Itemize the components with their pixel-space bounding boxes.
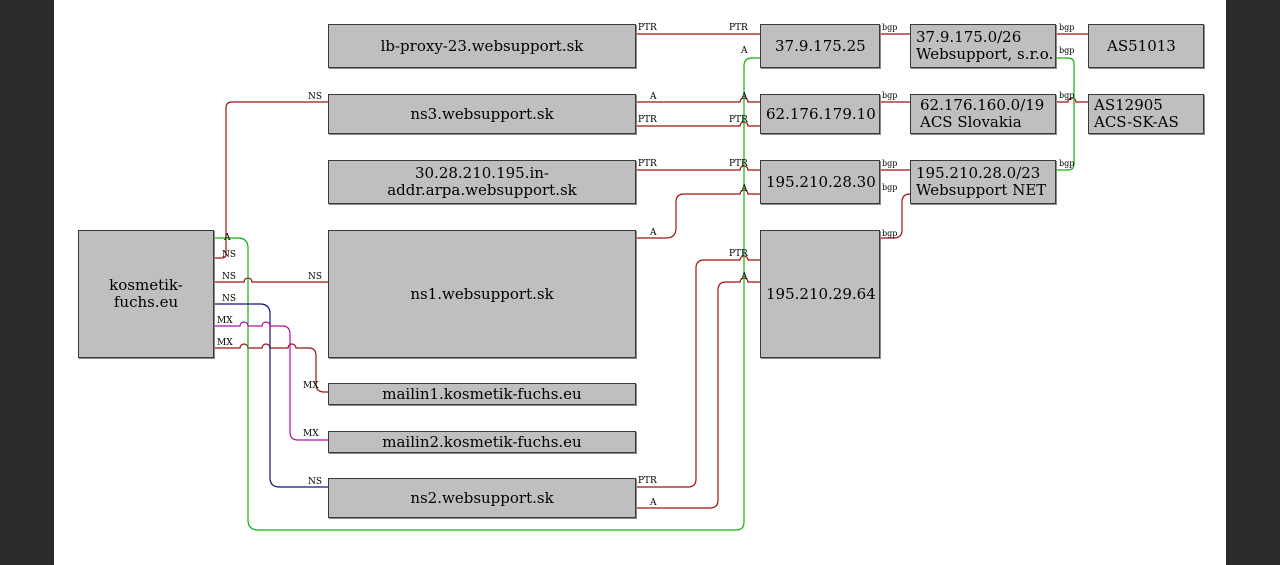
edge-domain-ip1 (214, 57, 760, 531)
label-prefix2-bgp: bgp (1059, 91, 1074, 100)
node-ip1[interactable]: 37.9.175.25 (760, 24, 880, 68)
edge-domain-mailin2 (214, 321, 328, 441)
label-ip2-ptr-head: PTR (729, 115, 748, 125)
label-prefix1-bgp-2: bgp (1059, 46, 1074, 55)
label-rdns-ptr-tail: PTR (638, 159, 657, 169)
label-ip4-a-head: A (740, 272, 748, 282)
label-ip1-a-head: A (740, 46, 748, 56)
node-ip4[interactable]: 195.210.29.64 (760, 230, 880, 358)
node-mailin2[interactable]: mailin2.kosmetik-fuchs.eu (328, 431, 636, 453)
label-ns1-head: NS (308, 272, 322, 282)
edge-ip4-prefix3 (880, 193, 911, 239)
node-ip3[interactable]: 195.210.28.30 (760, 160, 880, 204)
label-ns3-ptr-tail: PTR (638, 115, 657, 125)
node-prefix3-text: 195.210.28.0/23 Websupport NET (916, 165, 1046, 199)
node-ip3-label: 195.210.28.30 (766, 172, 876, 191)
label-ip3-a-head: A (740, 184, 748, 194)
label-domain-ns-1: NS (222, 250, 236, 260)
label-mailin1-head: MX (303, 381, 319, 391)
edges-layer: A NS NS NS MX MX NS NS MX MX NS PTR PTR … (214, 23, 1088, 531)
node-ns2-label: ns2.websupport.sk (410, 488, 554, 507)
node-prefix3[interactable]: 195.210.28.0/23 Websupport NET (910, 160, 1056, 204)
label-prefix1-bgp-1: bgp (1059, 23, 1074, 32)
node-ip2-label: 62.176.179.10 (766, 104, 876, 123)
label-prefix3-bgp-head: bgp (882, 183, 897, 192)
node-prefix1-text: 37.9.175.0/26 Websupport, s.r.o. (916, 29, 1053, 63)
node-prefix2[interactable]: 62.176.160.0/19 ACS Slovakia (910, 94, 1056, 134)
node-prefix2-net: 62.176.160.0/19 (920, 96, 1045, 114)
label-ip3-ptr-head: PTR (729, 159, 748, 169)
label-ip2-a-head: A (740, 92, 748, 102)
label-domain-ns-2: NS (222, 272, 236, 282)
node-lb-proxy-label: lb-proxy-23.websupport.sk (380, 36, 584, 55)
node-as2-name: ACS-SK-AS (1094, 113, 1179, 131)
label-ip2-bgp: bgp (882, 91, 897, 100)
label-domain-mx-1: MX (217, 316, 233, 326)
node-ip2[interactable]: 62.176.179.10 (760, 94, 880, 134)
label-ip3-bgp: bgp (882, 159, 897, 168)
node-domain-label: kosmetik-fuchs.eu (109, 276, 183, 311)
node-ns3-label: ns3.websupport.sk (410, 104, 554, 123)
edge-prefix2-as2 (1056, 97, 1088, 103)
label-ip1-bgp: bgp (882, 23, 897, 32)
node-prefix1[interactable]: 37.9.175.0/26 Websupport, s.r.o. (910, 24, 1056, 68)
node-mailin2-label: mailin2.kosmetik-fuchs.eu (382, 432, 582, 451)
label-lbproxy-ptr-tail: PTR (638, 23, 657, 33)
label-ns1-a-tail: A (649, 228, 657, 238)
node-prefix3-net: 195.210.28.0/23 (916, 164, 1041, 182)
label-domain-ns3-tail: A (223, 233, 231, 243)
label-ip1-ptr-head: PTR (729, 23, 748, 33)
edge-domain-ns3 (214, 101, 328, 259)
node-prefix2-text: 62.176.160.0/19 ACS Slovakia (920, 97, 1044, 131)
edge-domain-ns2 (214, 303, 328, 488)
node-as2[interactable]: AS12905 ACS-SK-AS (1088, 94, 1204, 134)
label-ns3-head: NS (308, 92, 322, 102)
node-as1[interactable]: AS51013 (1088, 24, 1204, 68)
node-prefix1-net: 37.9.175.0/26 (916, 28, 1022, 46)
node-rdns-label: 30.28.210.195.in-addr.arpa.websupport.sk (387, 164, 577, 199)
node-ip4-label: 195.210.29.64 (766, 284, 876, 303)
label-ns3-a-tail: A (649, 92, 657, 102)
node-ns3[interactable]: ns3.websupport.sk (328, 94, 636, 134)
node-prefix2-org: ACS Slovakia (920, 113, 1022, 131)
label-ns2-a-tail: A (649, 498, 657, 508)
node-as2-num: AS12905 (1094, 96, 1163, 114)
label-mailin2-head: MX (303, 429, 319, 439)
edge-prefix1-as2 (1056, 57, 1075, 171)
edge-ns2-ip4-a (636, 277, 760, 509)
node-rdns[interactable]: 30.28.210.195.in-addr.arpa.websupport.sk (328, 160, 636, 204)
node-ns2[interactable]: ns2.websupport.sk (328, 478, 636, 518)
label-ip4-bgp: bgp (882, 229, 897, 238)
node-as1-label: AS51013 (1107, 36, 1176, 55)
node-ns1[interactable]: ns1.websupport.sk (328, 230, 636, 358)
node-ns1-label: ns1.websupport.sk (410, 284, 554, 303)
label-prefix3-bgp-tail: bgp (1059, 159, 1074, 168)
edge-ns2-ip4-ptr (636, 255, 760, 488)
node-prefix1-org: Websupport, s.r.o. (916, 45, 1054, 63)
label-ns2-head: NS (308, 477, 322, 487)
node-mailin1[interactable]: mailin1.kosmetik-fuchs.eu (328, 383, 636, 405)
node-lb-proxy[interactable]: lb-proxy-23.websupport.sk (328, 24, 636, 68)
node-ip1-label: 37.9.175.25 (775, 36, 866, 55)
label-domain-ns-3: NS (222, 294, 236, 304)
node-prefix3-org: Websupport NET (916, 181, 1047, 199)
node-domain[interactable]: kosmetik-fuchs.eu (78, 230, 214, 358)
label-domain-mx-2: MX (217, 338, 233, 348)
label-ns2-ptr-tail: PTR (638, 476, 657, 486)
dns-graph-canvas: A NS NS NS MX MX NS NS MX MX NS PTR PTR … (54, 0, 1226, 565)
label-ip4-ptr-head: PTR (729, 249, 748, 259)
node-mailin1-label: mailin1.kosmetik-fuchs.eu (382, 384, 582, 403)
node-as2-text: AS12905 ACS-SK-AS (1094, 97, 1179, 131)
